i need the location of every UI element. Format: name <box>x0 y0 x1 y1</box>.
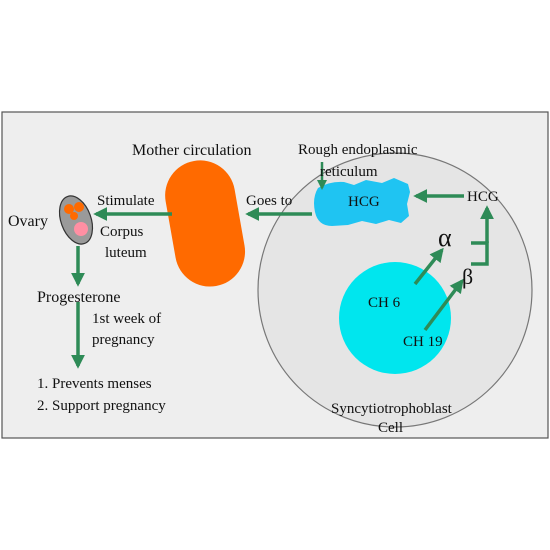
rough-er-label-line2: reticulum <box>320 164 378 180</box>
first-week-label-line2: pregnancy <box>92 332 155 348</box>
effect-2-label: 2. Support pregnancy <box>37 398 166 414</box>
alpha-beta-bracket <box>471 241 489 266</box>
ch19-label: CH 19 <box>403 334 443 350</box>
arrow-ch19-to-beta <box>423 278 464 332</box>
hcg-in-er-label: HCG <box>348 194 380 210</box>
hcg-right-label: HCG <box>467 189 499 205</box>
follicle <box>64 204 74 214</box>
cell-label-line2: Cell <box>378 420 403 436</box>
first-week-label-line1: 1st week of <box>92 311 161 327</box>
arrow-ch6-to-alpha <box>413 247 444 286</box>
mother-circulation-label: Mother circulation <box>132 142 252 159</box>
rough-er-shape <box>314 178 410 226</box>
corpus-luteum-label-line2: luteum <box>105 245 147 261</box>
beta-subunit-label: β <box>462 264 473 289</box>
cell-label-line1: Syncytiotrophoblast <box>331 401 453 417</box>
rough-er-label-line1: Rough endoplasmic <box>298 142 418 158</box>
follicle <box>74 202 84 212</box>
nucleus <box>339 262 451 374</box>
follicle <box>70 212 78 220</box>
alpha-subunit-label: α <box>438 223 452 252</box>
corpus-luteum-spot <box>74 222 88 236</box>
stimulate-label: Stimulate <box>97 193 155 209</box>
effect-1-label: 1. Prevents menses <box>37 376 152 392</box>
corpus-luteum-label-line1: Corpus <box>100 224 144 240</box>
goes-to-label: Goes to <box>246 193 292 209</box>
mother-circulation-vessel <box>165 160 246 287</box>
ovary-label: Ovary <box>8 213 48 230</box>
progesterone-label: Progesterone <box>37 289 121 306</box>
ch6-label: CH 6 <box>368 295 401 311</box>
